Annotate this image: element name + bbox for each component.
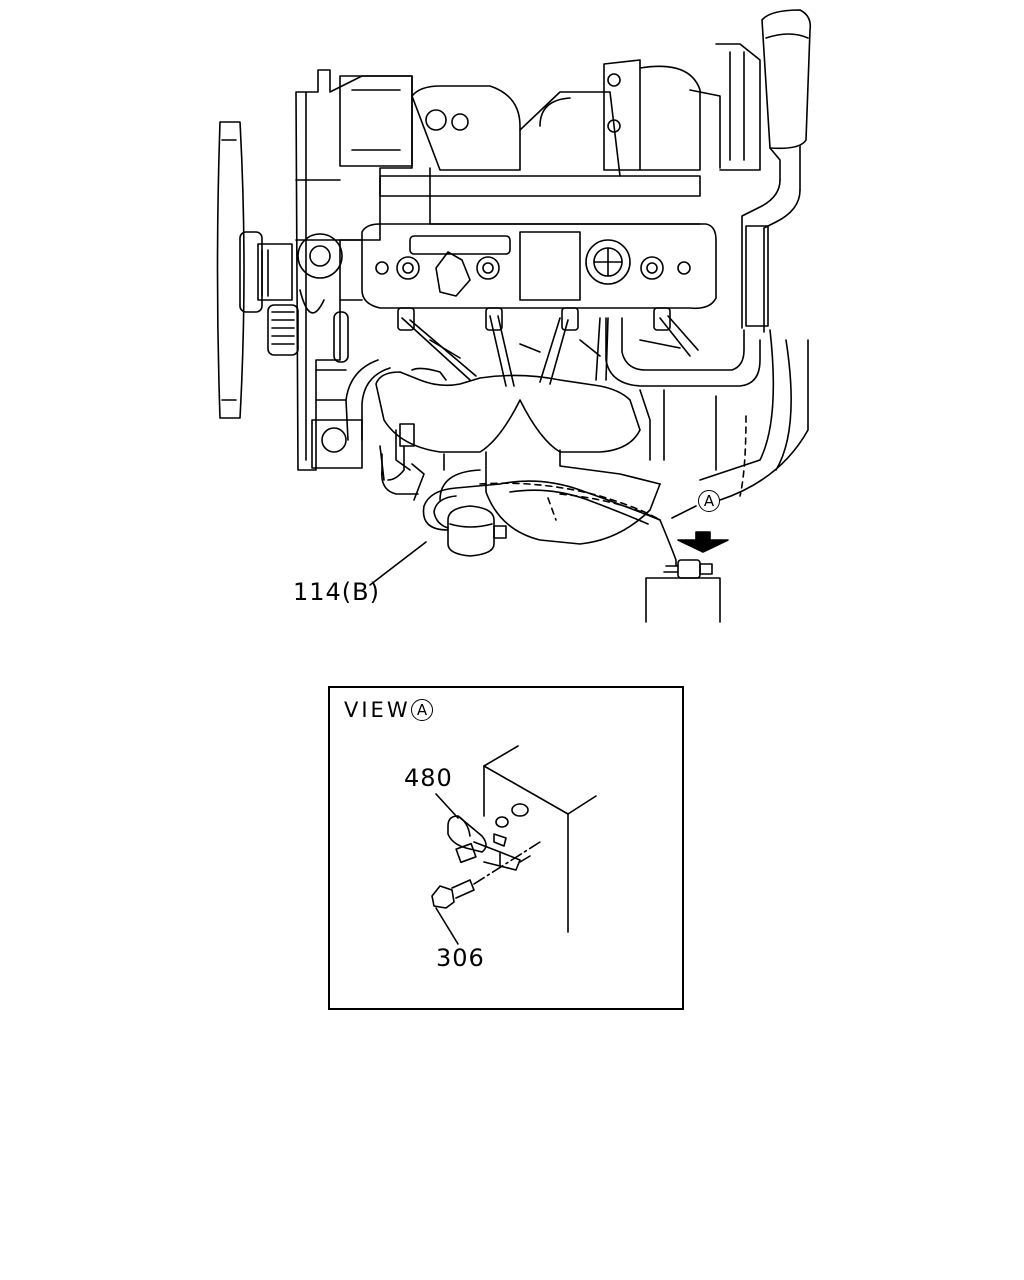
cooling-fan: [216, 121, 293, 419]
mount-bracket: [645, 577, 721, 623]
injection-lines: [397, 307, 699, 387]
leader-line-306: [435, 907, 459, 945]
front-cover: [295, 69, 413, 471]
view-a-title: VIEW: [344, 698, 411, 722]
intake-hose-lower: [699, 329, 792, 481]
exhaust-manifold: [345, 359, 717, 481]
intake-pipe-right: [741, 9, 812, 333]
leader-curve-a: [719, 339, 809, 501]
view-direction-arrow: [677, 531, 729, 553]
leader-line-a: [671, 505, 697, 519]
assembly-line: [473, 841, 541, 885]
callout-306: 306: [436, 944, 485, 972]
exhaust-downpipe: [439, 449, 661, 545]
callout-114b: 114(B): [293, 578, 380, 606]
view-a-box: [328, 686, 684, 1010]
engine-block: [315, 239, 445, 501]
dashed-hose-routes: [479, 415, 747, 521]
view-a-bracket: [483, 745, 597, 933]
crank-pulley: [267, 304, 299, 356]
intake-plenum: [379, 85, 701, 225]
view-a-circle-letter: A: [411, 699, 433, 721]
turbocharger: [603, 43, 761, 171]
view-marker-a: A: [698, 490, 720, 512]
leader-line-114b: [369, 541, 427, 586]
leader-line-480: [435, 793, 459, 819]
coolant-hose: [605, 317, 761, 387]
vsv-480: [447, 815, 531, 871]
valve-cover: [361, 223, 717, 310]
bolt-306: [431, 879, 475, 909]
vsv-assembly: [663, 559, 713, 579]
vacuum-hose-114b: [422, 480, 677, 567]
vacuum-pump: [447, 505, 507, 557]
callout-480: 480: [404, 764, 453, 792]
